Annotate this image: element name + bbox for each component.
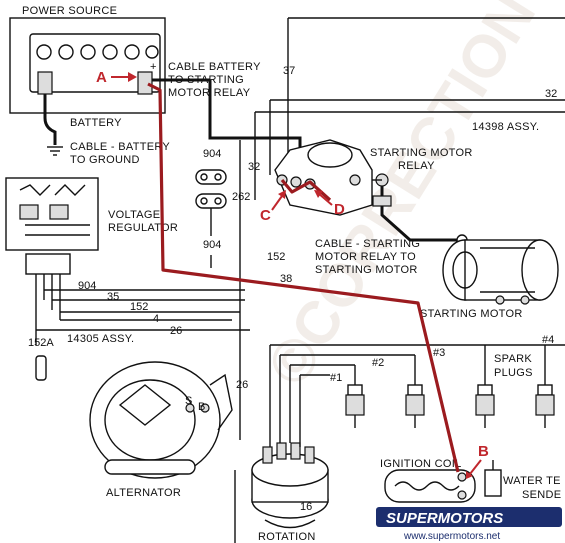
spark-plug-2 [405,384,425,428]
distributor [251,442,329,529]
wire-26-label: 26 [170,325,182,337]
callout-b: B [466,443,489,479]
power-source-box [9,17,166,114]
spark-plugs-label-2: PLUGS [494,367,533,379]
wire-904-lower-label: 904 [203,239,221,251]
top-harness [152,17,565,330]
alt-terminal-s: S [185,395,192,407]
connector-904-upper [195,169,227,185]
wire-38-label: 38 [280,273,292,285]
wire-152-lower-label: 152 [130,301,148,313]
supermotors-logo-text: SUPERMOTORS [386,510,503,527]
cable-relay-motor-label-1: CABLE - STARTING [315,238,420,250]
battery-label: BATTERY [70,117,122,129]
wire-904-upper-label: 904 [203,148,221,160]
callout-c: C [260,190,286,224]
voltage-regulator-label-1: VOLTAGE [108,209,160,221]
wire-262-label: 262 [232,191,250,203]
starting-motor-label: STARTING MOTOR [420,308,523,320]
power-source-group: POWER SOURCE + BATTERY CABLE BATTERY TO … [9,5,261,166]
highlighted-cable-path [147,82,460,473]
cable-relay-motor-label-3: STARTING MOTOR [315,264,418,276]
wire-32-top-label: 32 [545,88,557,100]
spark-plug-3 [475,384,495,428]
callout-b-letter: B [478,443,489,460]
battery-icon [29,33,161,95]
wire-152a-label: 152A [28,337,54,349]
spark-plug-4 [535,384,555,428]
alternator [89,330,241,479]
alt-terminal-b: B [198,401,205,413]
wire-35-label: 35 [107,291,119,303]
spark-plug-1 [345,384,365,428]
ignition-coil [384,469,476,503]
cable-ground-label-2: TO GROUND [70,154,140,166]
ground-cable [43,94,57,145]
starting-motor-relay [274,139,389,216]
battery-plus-sign: + [150,61,157,73]
starting-motor-relay-label-1: STARTING MOTOR [370,147,473,159]
spark-plug-3-label: #3 [433,347,445,359]
wire-26-alt-label: 26 [236,379,248,391]
voltage-regulator-label-2: REGULATOR [108,222,178,234]
starting-motor-relay-label-2: RELAY [398,160,435,172]
callout-c-letter: C [260,207,271,224]
cable-relay-motor-label-2: MOTOR RELAY TO [315,251,416,263]
callout-a: A [96,69,137,86]
spark-plug-1-label: #1 [330,372,342,384]
spark-plug-2-label: #2 [372,357,384,369]
wire-904-regulator-label: 904 [78,280,96,292]
regulator-harness [35,274,250,381]
voltage-regulator [5,177,99,275]
ignition-coil-label: IGNITION COIL [380,458,462,470]
callout-d: D [314,190,345,218]
spark-plug-wires [269,344,565,447]
cable-ground-label-1: CABLE - BATTERY [70,141,170,153]
callout-d-letter: D [334,201,345,218]
wire-16-label: 16 [300,501,312,513]
spark-plug-4-label: #4 [542,334,554,346]
alternator-label: ALTERNATOR [106,487,181,499]
water-temp-label-2: SENDE [522,489,561,501]
supermotors-watermark: SUPERMOTORS www.supermotors.net [376,507,562,542]
assy-14398-label: 14398 ASSY. [472,121,539,133]
callout-a-letter: A [96,69,107,86]
rotation-label: ROTATION [258,531,316,543]
connector-904-lower [195,193,227,209]
cable-battery-relay-label-1: CABLE BATTERY [168,61,261,73]
power-source-label: POWER SOURCE [22,5,117,17]
starting-motor [442,239,559,305]
water-temp-sender [484,460,502,497]
wire-4-label: 4 [153,313,159,325]
wire-32-label: 32 [248,161,260,173]
water-temp-label-1: WATER TE [503,475,561,487]
supermotors-url: www.supermotors.net [403,531,500,542]
wire-37-label: 37 [283,65,295,77]
ground-icon [47,146,63,156]
spark-plugs-label-1: SPARK [494,353,532,365]
assy-14305-label: 14305 ASSY. [67,333,134,345]
wire-152-label: 152 [267,251,285,263]
